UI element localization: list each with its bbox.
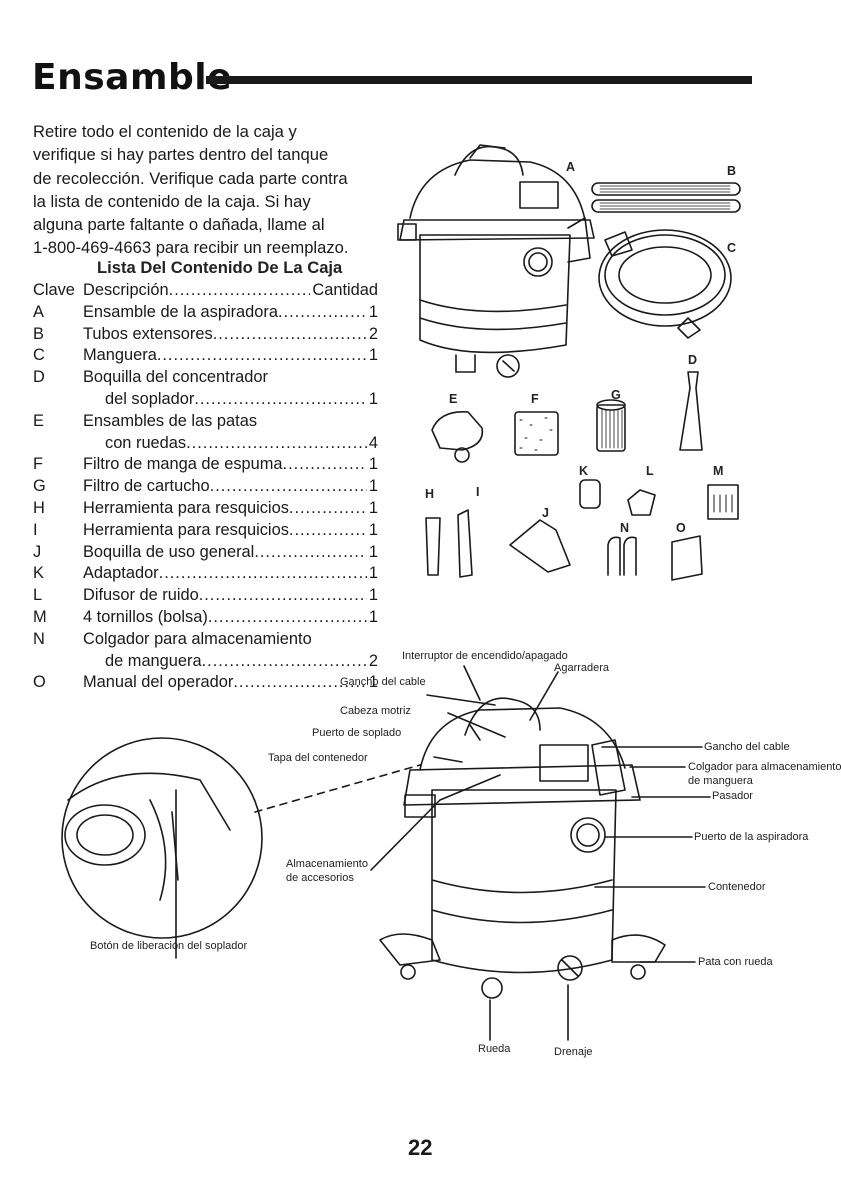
callout-handle: Agarradera — [554, 662, 610, 674]
list-item: KAdaptador1 — [33, 563, 378, 585]
list-item: M4 tornillos (bolsa)1 — [33, 607, 378, 629]
callout-caster: Rueda — [478, 1043, 511, 1055]
intro-line: de recolección. Verifique cada parte con… — [33, 168, 348, 188]
contents-header: Clave Descripción Cantidad — [33, 280, 378, 302]
callout-accessory-storage: Almacenamiento — [286, 858, 368, 870]
header-desc: Descripción — [83, 281, 169, 299]
contents-list-title: Lista Del Contenido De La Caja — [97, 258, 343, 277]
list-item-cont: de manguera2 — [33, 651, 378, 673]
part-letter-j: J — [542, 506, 549, 520]
callout-accessory-storage-2: de accesorios — [286, 872, 354, 884]
callout-power-head: Cabeza motriz — [340, 705, 411, 717]
crevice-tool-h-illustration — [425, 517, 441, 576]
vacuum-assembly-illustration — [397, 144, 595, 378]
callout-hose-hanger: Colgador para almacenamiento — [688, 761, 841, 773]
cartridge-filter-illustration — [596, 399, 626, 452]
crevice-tool-i-illustration — [457, 509, 473, 578]
part-letter-l: L — [646, 464, 654, 478]
part-letter-f: F — [531, 392, 539, 406]
callout-cord-hook-left: Gancho del cable — [340, 676, 426, 688]
callout-hose-hanger-2: de manguera — [688, 775, 753, 787]
extension-wands-illustration — [591, 182, 741, 213]
callout-cord-hook-right: Gancho del cable — [704, 741, 790, 753]
title-rule — [206, 76, 752, 84]
callout-latch: Pasador — [712, 790, 753, 802]
part-letter-o: O — [676, 521, 686, 535]
list-item: CManguera1 — [33, 345, 378, 367]
part-letter-k: K — [579, 464, 589, 478]
intro-line: Retire todo el contenido de la caja y — [33, 122, 297, 141]
caster-foot-illustration — [431, 411, 484, 463]
concentrator-nozzle-illustration — [679, 371, 703, 451]
operators-manual-illustration — [671, 535, 703, 581]
hose-hanger-illustration — [607, 536, 637, 576]
screws-bag-illustration — [707, 484, 739, 520]
list-item-cont: con ruedas4 — [33, 433, 378, 455]
part-letter-b: B — [727, 164, 737, 178]
intro-line: 1-800-469-4663 para recibir un reemplazo… — [33, 238, 349, 258]
part-letter-h: H — [425, 487, 435, 501]
noise-diffuser-illustration — [627, 489, 656, 516]
header-key: Clave — [33, 281, 75, 299]
callout-blower-port: Puerto de soplado — [312, 727, 402, 739]
intro-line: la lista de contenido de la caja. Si hay — [33, 191, 311, 211]
callout-caster-foot: Pata con rueda — [698, 956, 773, 968]
part-letter-c: C — [727, 241, 737, 255]
callout-tank: Contenedor — [708, 881, 766, 893]
intro-paragraph: Retire todo el contenido de la caja y ve… — [33, 120, 378, 260]
page-number: 22 — [408, 1135, 433, 1160]
hose-illustration — [598, 229, 732, 339]
callout-lid: Tapa del contenedor — [268, 752, 368, 764]
callout-vacuum-port: Puerto de la aspiradora — [694, 831, 809, 843]
part-letter-a: A — [566, 160, 576, 174]
part-letter-n: N — [620, 521, 630, 535]
intro-line: alguna parte faltante o dañada, llame al — [33, 215, 325, 235]
callout-blower-release: Botón de liberación del soplador — [90, 940, 248, 952]
list-item-cont: del soplador1 — [33, 389, 378, 411]
callout-drain: Drenaje — [554, 1046, 593, 1058]
foam-sleeve-illustration — [514, 411, 559, 456]
part-letter-m: M — [713, 464, 724, 478]
part-letter-d: D — [688, 353, 698, 367]
part-letter-e: E — [449, 392, 458, 406]
blower-release-detail-illustration — [61, 737, 263, 959]
adapter-illustration — [579, 479, 601, 509]
part-letter-i: I — [476, 485, 480, 499]
vacuum-detail-illustration — [254, 665, 711, 1041]
utility-nozzle-illustration — [509, 519, 571, 573]
part-letter-g: G — [611, 388, 621, 402]
callout-switch: Interruptor de encendido/apagado — [402, 650, 568, 662]
page-title: Ensamble — [32, 57, 232, 98]
intro-line: verifique si hay partes dentro del tanqu… — [33, 145, 329, 165]
header-qty: Cantidad — [312, 281, 378, 299]
